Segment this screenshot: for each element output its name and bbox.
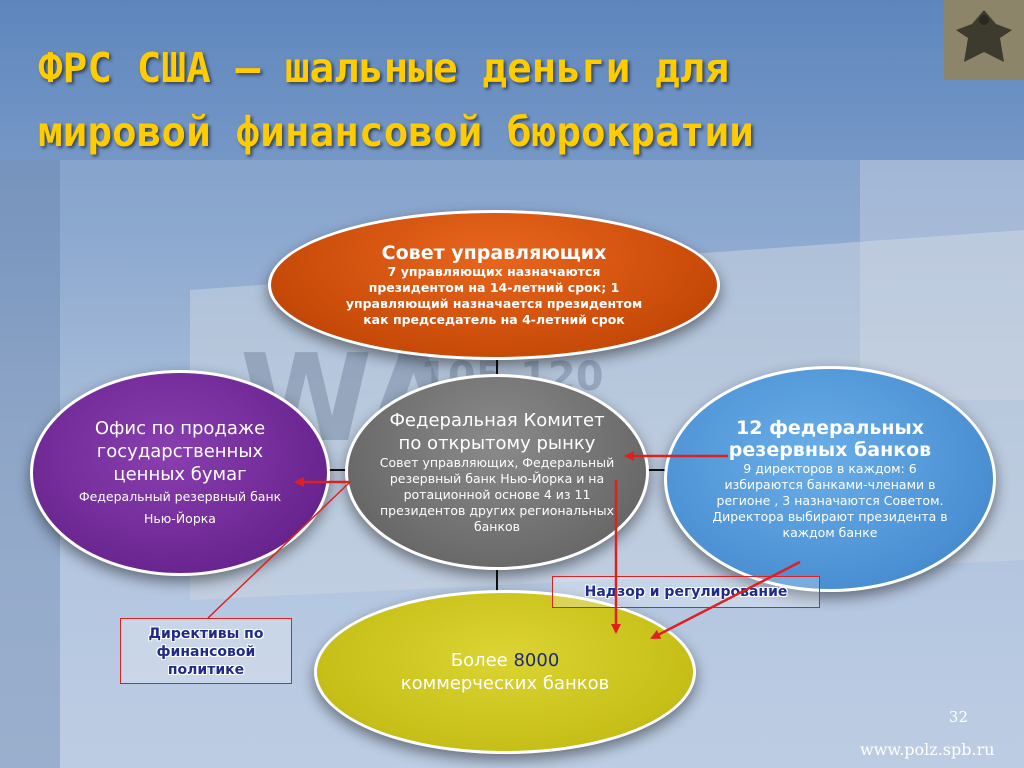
securities-office-node: Офис по продаже государственных ценных б… [30, 370, 330, 576]
federal-reserve-banks-text: 9 директоров в каждом: 6 избираются банк… [712, 461, 948, 540]
page-number: 32 [948, 708, 968, 726]
commercial-banks-count: 8000 [513, 650, 560, 671]
federal-reserve-banks-heading: 12 федеральных резервных банков [728, 417, 932, 461]
open-market-committee-heading: Федеральная Комитет по открытому рынку [389, 410, 605, 454]
directives-label: Директивы по финансовой политике [120, 618, 292, 684]
open-market-committee-node: Федеральная Комитет по открытому рынку С… [345, 374, 649, 570]
securities-office-heading: Офис по продаже государственных ценных б… [94, 417, 266, 485]
commercial-banks-prefix: Более [450, 650, 508, 671]
securities-office-text: Федеральный резервный банк Нью-Йорка [78, 488, 282, 526]
eagle-thumbnail-image [944, 0, 1024, 80]
arrow-fed12-to-banks [650, 560, 801, 640]
title-line-2: мировой финансовой бюрократии [38, 108, 754, 156]
board-of-governors-heading: Совет управляющих [381, 242, 607, 264]
slide-title: ФРС США – шальные деньги для мировой фин… [38, 36, 938, 164]
federal-reserve-banks-node: 12 федеральных резервных банков 9 директ… [664, 366, 996, 592]
commercial-banks-suffix: коммерческих банков [400, 673, 610, 694]
title-line-1: ФРС США – шальные деньги для [38, 44, 730, 92]
directives-pointer-line [207, 481, 351, 619]
supervision-label: Надзор и регулирование [552, 576, 820, 608]
commercial-banks-line-1: Более 8000 [451, 649, 560, 672]
board-of-governors-node: Совет управляющих 7 управляющих назначаю… [268, 210, 720, 360]
commercial-banks-node: Более 8000 коммерческих банков [314, 590, 696, 754]
open-market-committee-text: Совет управляющих, Федеральный резервный… [379, 455, 615, 534]
board-of-governors-text: 7 управляющих назначаются президентом на… [345, 264, 643, 327]
website-link[interactable]: www.polz.spb.ru [860, 740, 995, 759]
